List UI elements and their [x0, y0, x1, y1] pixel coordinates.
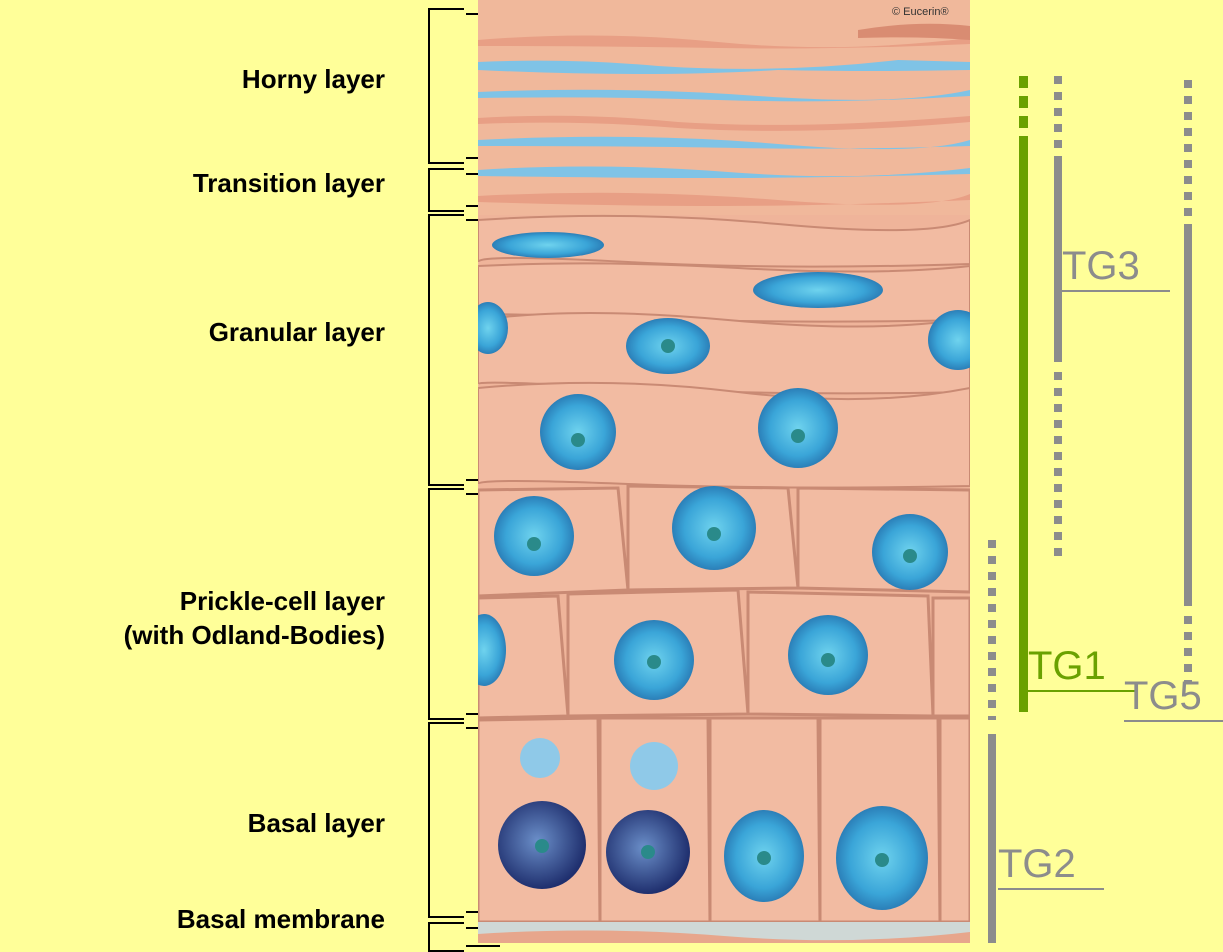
- tg5-line-dotted-top: [1184, 80, 1192, 230]
- tg3-line-solid: [1054, 156, 1062, 362]
- bracket-horny-layer: [428, 8, 464, 164]
- label-transition-layer: Transition layer: [193, 166, 385, 200]
- tg1-label: TG1: [1028, 644, 1106, 688]
- copyright-notice: © Eucerin®: [892, 6, 949, 18]
- tg3-label: TG3: [1062, 244, 1140, 288]
- bracket-granular-layer: [428, 214, 464, 486]
- label-horny-layer: Horny layer: [242, 62, 385, 96]
- bracket-prickle-cell-layer: [428, 488, 464, 720]
- horny-layer-region: [478, 0, 970, 215]
- bracket-basal-layer: [428, 722, 464, 918]
- tg3-line-dotted-top: [1054, 76, 1062, 156]
- bracket-transition-layer: [428, 168, 464, 212]
- tg2-label: TG2: [998, 842, 1076, 886]
- epidermis-illustration: [478, 0, 970, 943]
- bracket-basal-membrane: [428, 922, 464, 952]
- label-granular-layer: Granular layer: [209, 315, 385, 349]
- tg1-line-dotted: [1019, 76, 1028, 142]
- tg2-line-dotted: [988, 540, 996, 720]
- tg1-line-solid: [1019, 142, 1028, 712]
- tg5-line-solid: [1184, 230, 1192, 606]
- tg2-line-solid: [988, 734, 996, 943]
- label-prickle-cell-layer: Prickle-cell layer (with Odland-Bodies): [124, 584, 385, 652]
- tg5-label: TG5: [1124, 674, 1202, 718]
- tg5-line-dotted-bottom: [1184, 616, 1192, 682]
- label-basal-layer: Basal layer: [248, 806, 385, 840]
- tg3-line-dotted-bottom: [1054, 372, 1062, 558]
- label-basal-membrane: Basal membrane: [177, 902, 385, 936]
